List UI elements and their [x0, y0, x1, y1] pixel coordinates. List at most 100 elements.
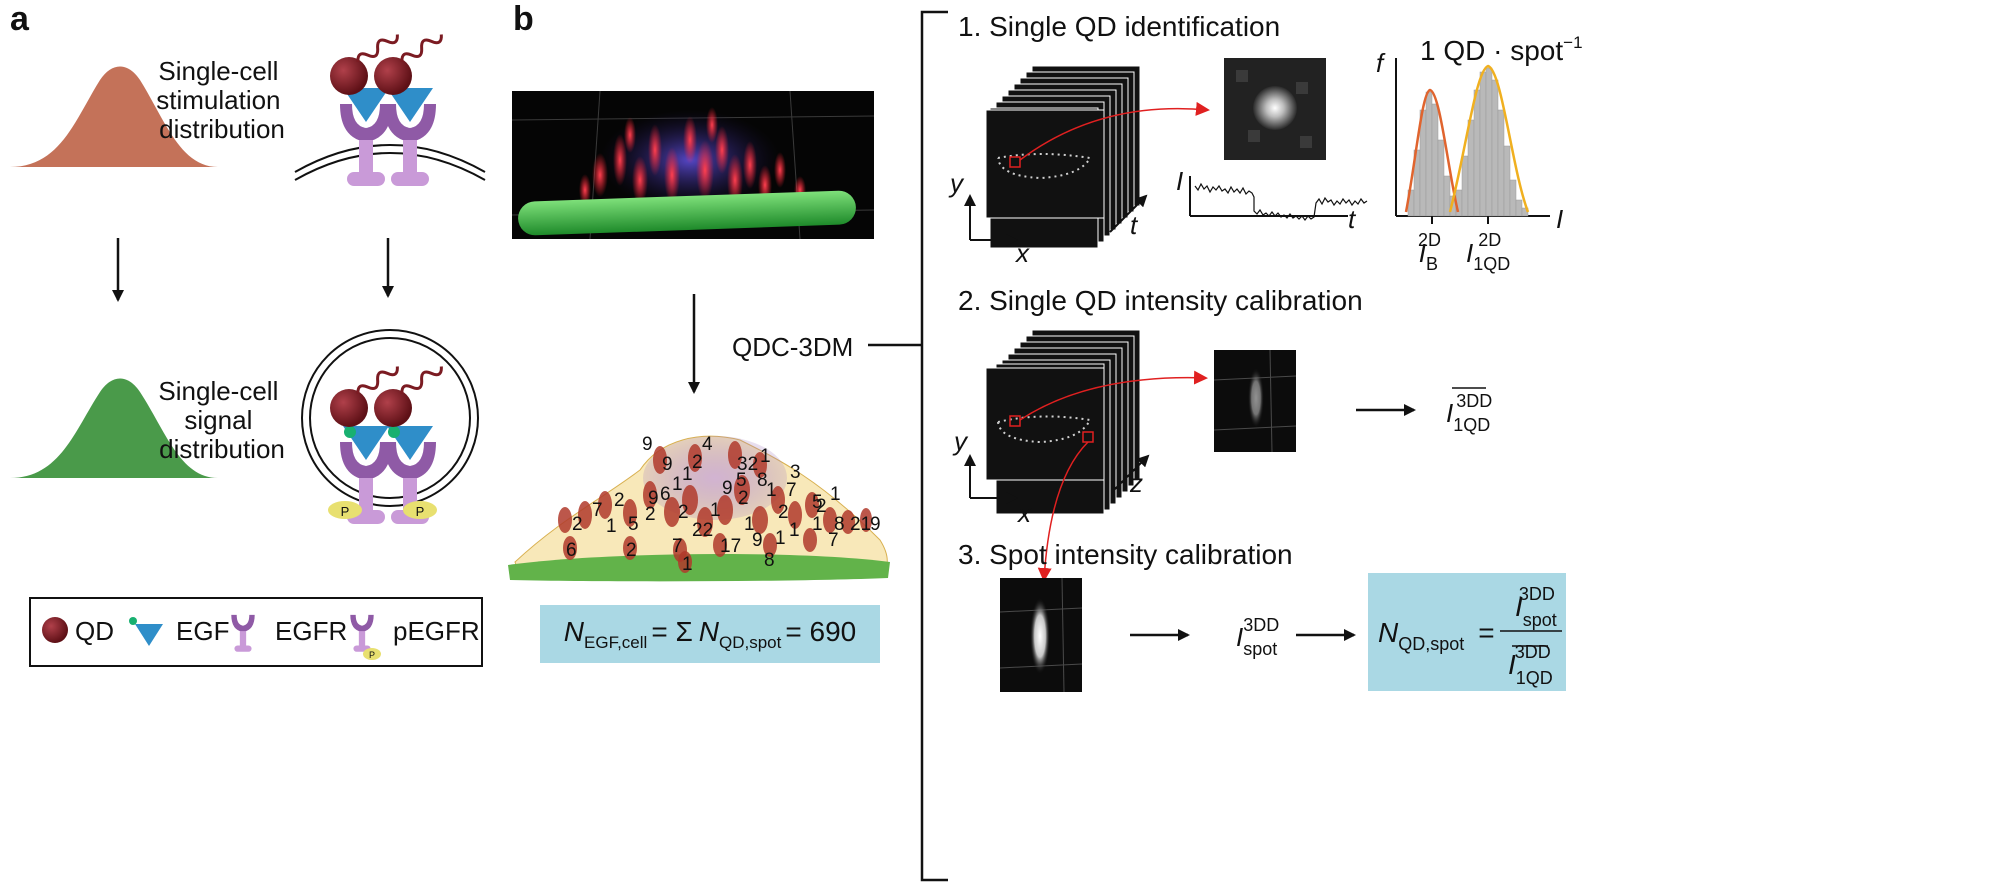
svg-text:9: 9	[662, 454, 673, 475]
step1-title: 1. Single QD identification	[958, 11, 1280, 42]
trace-y-label: I	[1176, 166, 1183, 196]
bracket	[920, 10, 948, 882]
svg-text:I1QD3DD: I1QD3DD	[1508, 642, 1553, 688]
svg-text:17: 17	[720, 536, 741, 557]
svg-text:2: 2	[816, 496, 827, 517]
svg-text:P: P	[341, 504, 350, 519]
svg-text:1: 1	[830, 484, 841, 505]
qd-selection-box	[1009, 156, 1021, 168]
svg-text:5: 5	[812, 492, 823, 513]
x-axis-label: x	[1014, 238, 1030, 268]
t-axis-arrow	[1109, 194, 1148, 233]
frame-stack-z	[985, 329, 1141, 515]
membrane-inner	[294, 152, 486, 181]
panel-a-letter: a	[10, 0, 30, 38]
y-axis-label-2: y	[952, 426, 969, 456]
cell-model: 9 4 1 2 9 32 1 3 5 8 1 9 6 2 1 7 7 9 2 5…	[508, 434, 890, 582]
svg-text:1: 1	[672, 474, 683, 495]
total-count-box	[540, 605, 880, 663]
z-axis-label: z	[1129, 468, 1143, 498]
qd-icon	[330, 57, 368, 95]
svg-text:1: 1	[789, 520, 800, 541]
qd-per-spot-formula: NQD,spot= Ispot3DD I1QD3DD	[1378, 584, 1562, 688]
svg-text:NQD,spot=: NQD,spot=	[1378, 617, 1495, 654]
x-axis-label-2: x	[1016, 498, 1032, 528]
svg-text:7: 7	[828, 530, 839, 551]
histogram-y-label: f	[1376, 48, 1386, 78]
step3-title: 3. Spot intensity calibration	[958, 539, 1293, 570]
svg-text:2: 2	[678, 502, 689, 523]
histogram-x-label: I	[1556, 204, 1563, 234]
svg-text:1: 1	[606, 516, 617, 537]
legend-egfr-label: EGFR	[275, 616, 347, 646]
nucleus	[643, 436, 787, 520]
svg-text:8: 8	[834, 514, 845, 535]
legend-qd-icon	[42, 617, 68, 643]
legend-box	[29, 597, 483, 667]
svg-text:2: 2	[692, 452, 703, 473]
spot-intensity-label: Ispot3DD	[1236, 615, 1279, 659]
frame-stack-t	[985, 65, 1141, 249]
svg-text:2: 2	[738, 488, 749, 509]
background-fit-curve	[1404, 88, 1460, 213]
legend-egf-label: EGF	[176, 616, 229, 646]
svg-text:21: 21	[850, 514, 871, 535]
qd-spots	[558, 441, 872, 573]
membrane-outer	[294, 144, 486, 173]
svg-text:1: 1	[710, 500, 721, 521]
svg-text:32: 32	[737, 454, 758, 475]
legend-pegfr-label: pEGFR	[393, 616, 480, 646]
spot-counts: 9 4 1 2 9 32 1 3 5 8 1 9 6 2 1 7 7 9 2 5…	[566, 434, 881, 575]
svg-text:4: 4	[702, 434, 713, 455]
svg-text:1: 1	[760, 446, 771, 467]
t-axis-label: t	[1130, 210, 1139, 240]
svg-text:9: 9	[722, 478, 733, 499]
panel-b-letter: b	[513, 0, 534, 38]
svg-text:9: 9	[642, 434, 653, 455]
svg-text:1: 1	[682, 464, 693, 485]
svg-text:Ispot3DD: Ispot3DD	[1515, 584, 1557, 630]
method-label: QDC-3DM	[732, 332, 853, 362]
svg-text:1: 1	[744, 514, 755, 535]
svg-text:7: 7	[592, 500, 603, 521]
cell-3d-render	[511, 90, 875, 240]
signal-distribution-curve	[10, 378, 218, 478]
z-axis-arrow	[1111, 454, 1150, 493]
receptor-complex-top-left	[330, 34, 399, 186]
svg-text:8: 8	[764, 550, 775, 571]
y-axis-label: y	[948, 168, 965, 198]
legend-egf-icon	[135, 624, 163, 646]
svg-text:2: 2	[614, 490, 625, 511]
tick-background-label: IB2D	[1418, 230, 1441, 274]
svg-text:5: 5	[628, 514, 639, 535]
svg-text:2: 2	[645, 504, 656, 525]
substrate	[508, 554, 890, 582]
svg-text:7: 7	[672, 536, 683, 557]
svg-text:1: 1	[812, 514, 823, 535]
svg-text:2: 2	[626, 540, 637, 561]
svg-text:8: 8	[757, 470, 768, 491]
zoom-arrow-1	[1019, 101, 1210, 161]
single-qd-image	[1224, 58, 1326, 160]
stimulation-label: Single-cell stimulation distribution	[156, 56, 288, 144]
legend-qd-label: QD	[75, 616, 114, 646]
svg-text:2: 2	[778, 502, 789, 523]
svg-text:I1QD3DD: I1QD3DD	[1446, 391, 1492, 435]
svg-text:9: 9	[752, 530, 763, 551]
svg-text:9: 9	[648, 488, 659, 509]
svg-text:22: 22	[692, 520, 713, 541]
histogram-title: 1 QD · spot−1	[1420, 33, 1583, 66]
stimulation-distribution-curve	[10, 66, 218, 167]
svg-text:P: P	[416, 504, 425, 519]
egf-icon	[343, 88, 389, 122]
svg-text:6: 6	[660, 484, 671, 505]
receptor-complex-endosome-right: P	[374, 366, 443, 524]
formula-box	[1368, 573, 1566, 691]
trace-x-label: t	[1348, 204, 1357, 234]
receptor-complex-top-right	[374, 34, 443, 186]
qd-fit-curve	[1448, 64, 1530, 213]
tick-qd-label: I1QD2D	[1466, 230, 1510, 274]
endosome-inner	[309, 337, 471, 499]
